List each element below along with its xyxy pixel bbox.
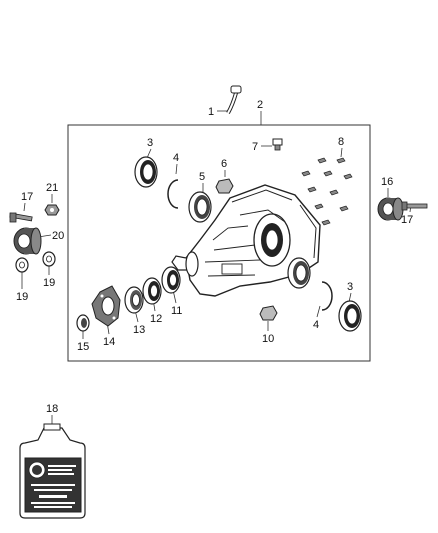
callout-4-upper: 4 <box>173 152 179 175</box>
svg-text:19: 19 <box>43 277 55 289</box>
callout-8: 8 <box>338 136 344 158</box>
drain-plug-part <box>259 305 278 321</box>
mount-bolt-left-part <box>9 212 33 223</box>
pinion-flange-part <box>91 285 121 327</box>
callout-11: 11 <box>171 289 182 317</box>
outer-pinion-bearing-part <box>142 277 162 305</box>
callout-7: 7 <box>252 141 272 153</box>
axle-seal-part <box>188 191 212 223</box>
pinion-bearing-part <box>161 266 181 294</box>
svg-text:14: 14 <box>103 336 115 348</box>
snap-ring-lower-part <box>321 281 333 311</box>
callout-15: 15 <box>77 330 89 353</box>
callout-3-upper: 3 <box>146 137 153 159</box>
svg-text:4: 4 <box>313 319 319 331</box>
fill-plug-part <box>215 178 234 194</box>
svg-text:19: 19 <box>16 291 28 303</box>
svg-text:2: 2 <box>257 99 263 111</box>
callout-20: 20 <box>37 230 64 242</box>
callout-18: 18 <box>46 403 58 424</box>
breather-bolt-part <box>272 138 283 151</box>
svg-text:20: 20 <box>52 230 64 242</box>
svg-text:18: 18 <box>46 403 58 415</box>
svg-text:8: 8 <box>338 136 344 148</box>
axle-seal-right-part <box>287 257 311 289</box>
side-bearing-lower-part <box>338 300 362 332</box>
svg-text:21: 21 <box>46 182 58 194</box>
mount-nut-part <box>44 204 60 216</box>
differential-housing-part <box>171 184 321 297</box>
mount-bolt-right-part <box>401 201 428 211</box>
snap-ring-upper-part <box>167 179 179 209</box>
washer-left-part <box>15 257 29 273</box>
svg-text:15: 15 <box>77 341 89 353</box>
callout-19-right: 19 <box>43 266 55 289</box>
gear-oil-bottle-part <box>19 423 86 519</box>
svg-text:3: 3 <box>347 281 353 293</box>
vent-tube-part <box>226 85 242 114</box>
callout-1: 1 <box>208 106 227 118</box>
callout-2: 2 <box>257 99 263 125</box>
callout-3-lower: 3 <box>347 281 353 303</box>
mount-bushing-left-part <box>13 227 42 255</box>
callout-21: 21 <box>46 182 58 203</box>
pinion-seal-part <box>124 286 144 314</box>
svg-text:4: 4 <box>173 152 179 164</box>
svg-text:11: 11 <box>171 305 182 317</box>
svg-text:12: 12 <box>150 313 162 325</box>
callout-17-left: 17 <box>21 191 33 212</box>
assembly-boundary-box <box>67 124 371 362</box>
svg-text:17: 17 <box>21 191 33 203</box>
callout-4-lower: 4 <box>313 305 321 331</box>
callout-10: 10 <box>262 321 274 345</box>
callout-14: 14 <box>103 321 115 348</box>
svg-text:5: 5 <box>199 171 205 183</box>
callout-5: 5 <box>199 171 205 192</box>
svg-text:10: 10 <box>262 333 274 345</box>
callout-13: 13 <box>133 309 145 336</box>
svg-text:16: 16 <box>381 176 393 188</box>
svg-text:7: 7 <box>252 141 258 153</box>
svg-text:3: 3 <box>147 137 153 149</box>
svg-text:13: 13 <box>133 324 145 336</box>
svg-text:6: 6 <box>221 158 227 170</box>
pinion-nut-part <box>76 314 90 332</box>
mount-bushing-right-part <box>377 197 404 221</box>
washer-right-part <box>42 251 56 267</box>
callout-16: 16 <box>381 176 393 197</box>
callout-19-left: 19 <box>16 272 28 303</box>
side-bearing-upper-part <box>134 156 158 188</box>
svg-text:1: 1 <box>208 106 214 118</box>
cover-bolts-part <box>301 157 353 226</box>
callout-6: 6 <box>221 158 227 177</box>
svg-text:17: 17 <box>401 214 413 226</box>
